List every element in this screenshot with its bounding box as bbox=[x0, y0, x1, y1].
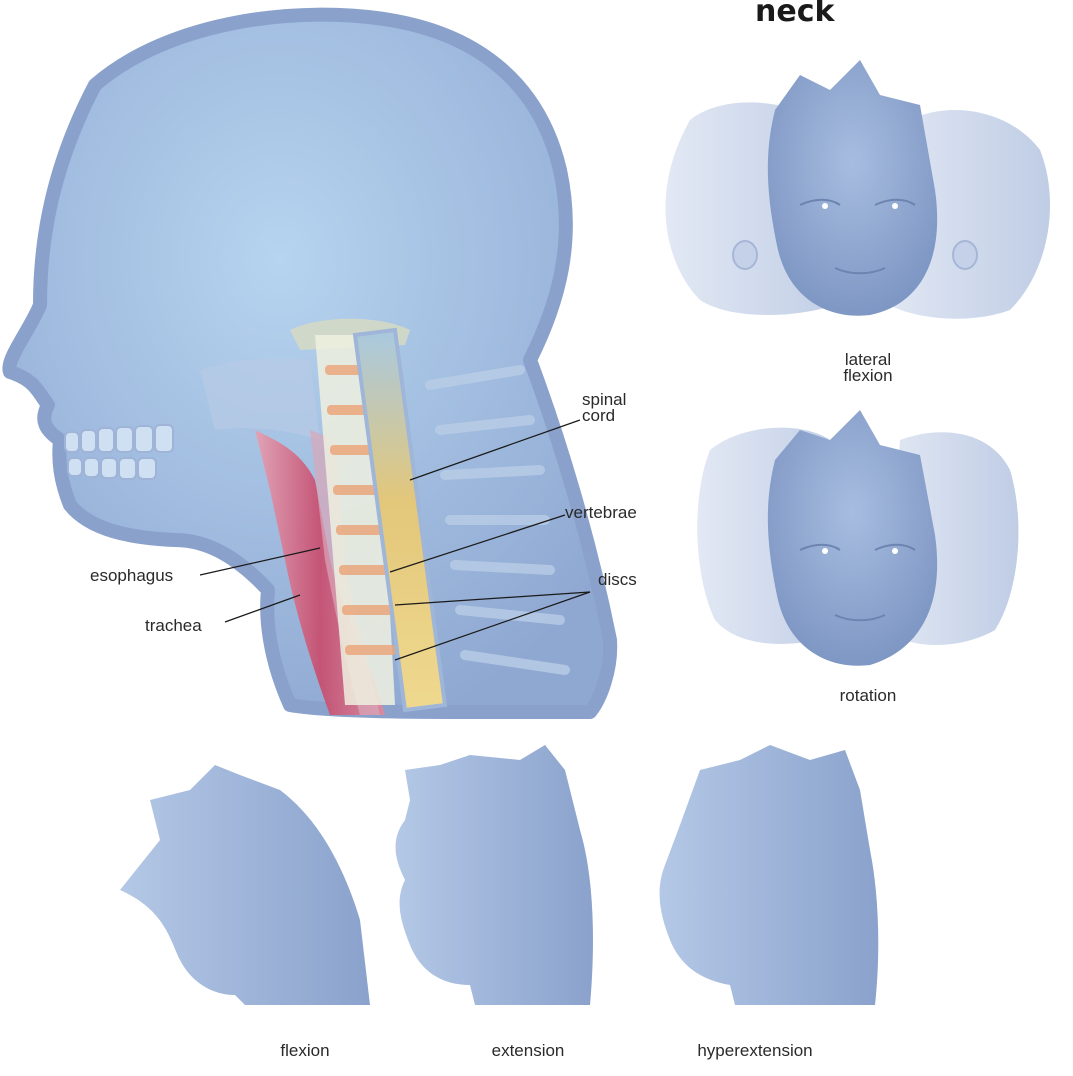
rotation-figure bbox=[697, 410, 1018, 666]
extension-figure bbox=[396, 745, 593, 1005]
hyperextension-figure bbox=[660, 745, 879, 1005]
sagittal-head bbox=[9, 15, 610, 715]
page-title: neck bbox=[755, 0, 834, 29]
lateral-flexion-figure bbox=[665, 60, 1050, 319]
label-lateral-flexion-line2: flexion bbox=[818, 368, 918, 384]
label-spinal-cord: spinal cord bbox=[582, 392, 626, 424]
label-flexion: flexion bbox=[255, 1043, 355, 1059]
label-esophagus: esophagus bbox=[90, 568, 173, 584]
label-spinal-cord-line2: cord bbox=[582, 408, 626, 424]
label-lateral-flexion: lateral flexion bbox=[818, 352, 918, 384]
label-hyperextension: hyperextension bbox=[670, 1043, 840, 1059]
label-trachea: trachea bbox=[145, 618, 202, 634]
front-face-lateral bbox=[768, 60, 937, 316]
label-vertebrae: vertebrae bbox=[565, 505, 637, 521]
pharynx bbox=[200, 358, 320, 440]
label-extension: extension bbox=[478, 1043, 578, 1059]
label-rotation: rotation bbox=[818, 688, 918, 704]
flexion-figure bbox=[120, 765, 370, 1005]
label-discs: discs bbox=[598, 572, 637, 588]
